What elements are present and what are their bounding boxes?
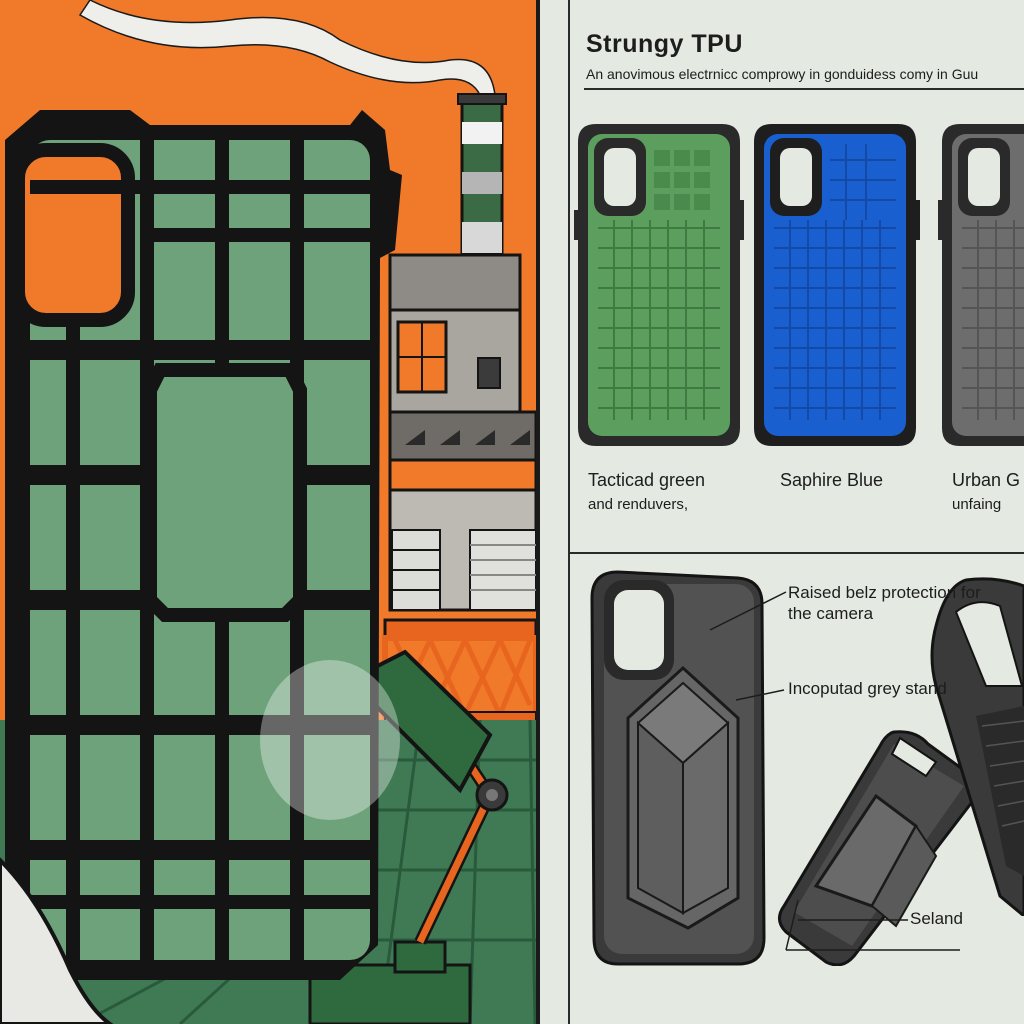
large-phone-case xyxy=(5,110,402,980)
sheet-title: Strungy TPU xyxy=(586,30,743,58)
variant-green-note: and renduvers, xyxy=(588,496,689,513)
callout-camera: Raised belz protection for the camera xyxy=(788,583,981,624)
case-stand-back-icon xyxy=(590,570,766,966)
sheet-border xyxy=(568,0,570,1024)
desk-lamp xyxy=(308,649,509,1024)
variant-grey-note: unfaing xyxy=(952,496,1002,513)
callout-stand: Incoputad grey stand xyxy=(788,679,947,698)
case-grey-icon xyxy=(938,124,1024,446)
case-side-icon xyxy=(930,577,1024,916)
panel-divider xyxy=(536,0,540,1024)
variant-green-name: Tacticad green xyxy=(588,470,706,490)
case-green-icon xyxy=(574,124,744,446)
case-kickstand-icon xyxy=(778,730,976,966)
section-divider xyxy=(568,552,1024,554)
sheet-subtitle: An anovimous electrnicc comprowy in gond… xyxy=(586,66,979,82)
hand xyxy=(0,857,114,1024)
callout-stand-label: Seland xyxy=(910,909,963,928)
case-blue-icon xyxy=(754,124,920,446)
factory-illustration xyxy=(0,0,536,1024)
callout-leaders xyxy=(709,591,960,951)
product-sheet: Strungy TPU An anovimous electrnicc comp… xyxy=(540,0,1024,1024)
title-divider xyxy=(584,88,1024,90)
chimney xyxy=(457,93,507,255)
factory-building xyxy=(388,253,536,612)
variant-blue-name: Saphire Blue xyxy=(780,470,884,490)
variant-grey-name: Urban G xyxy=(952,470,1021,490)
